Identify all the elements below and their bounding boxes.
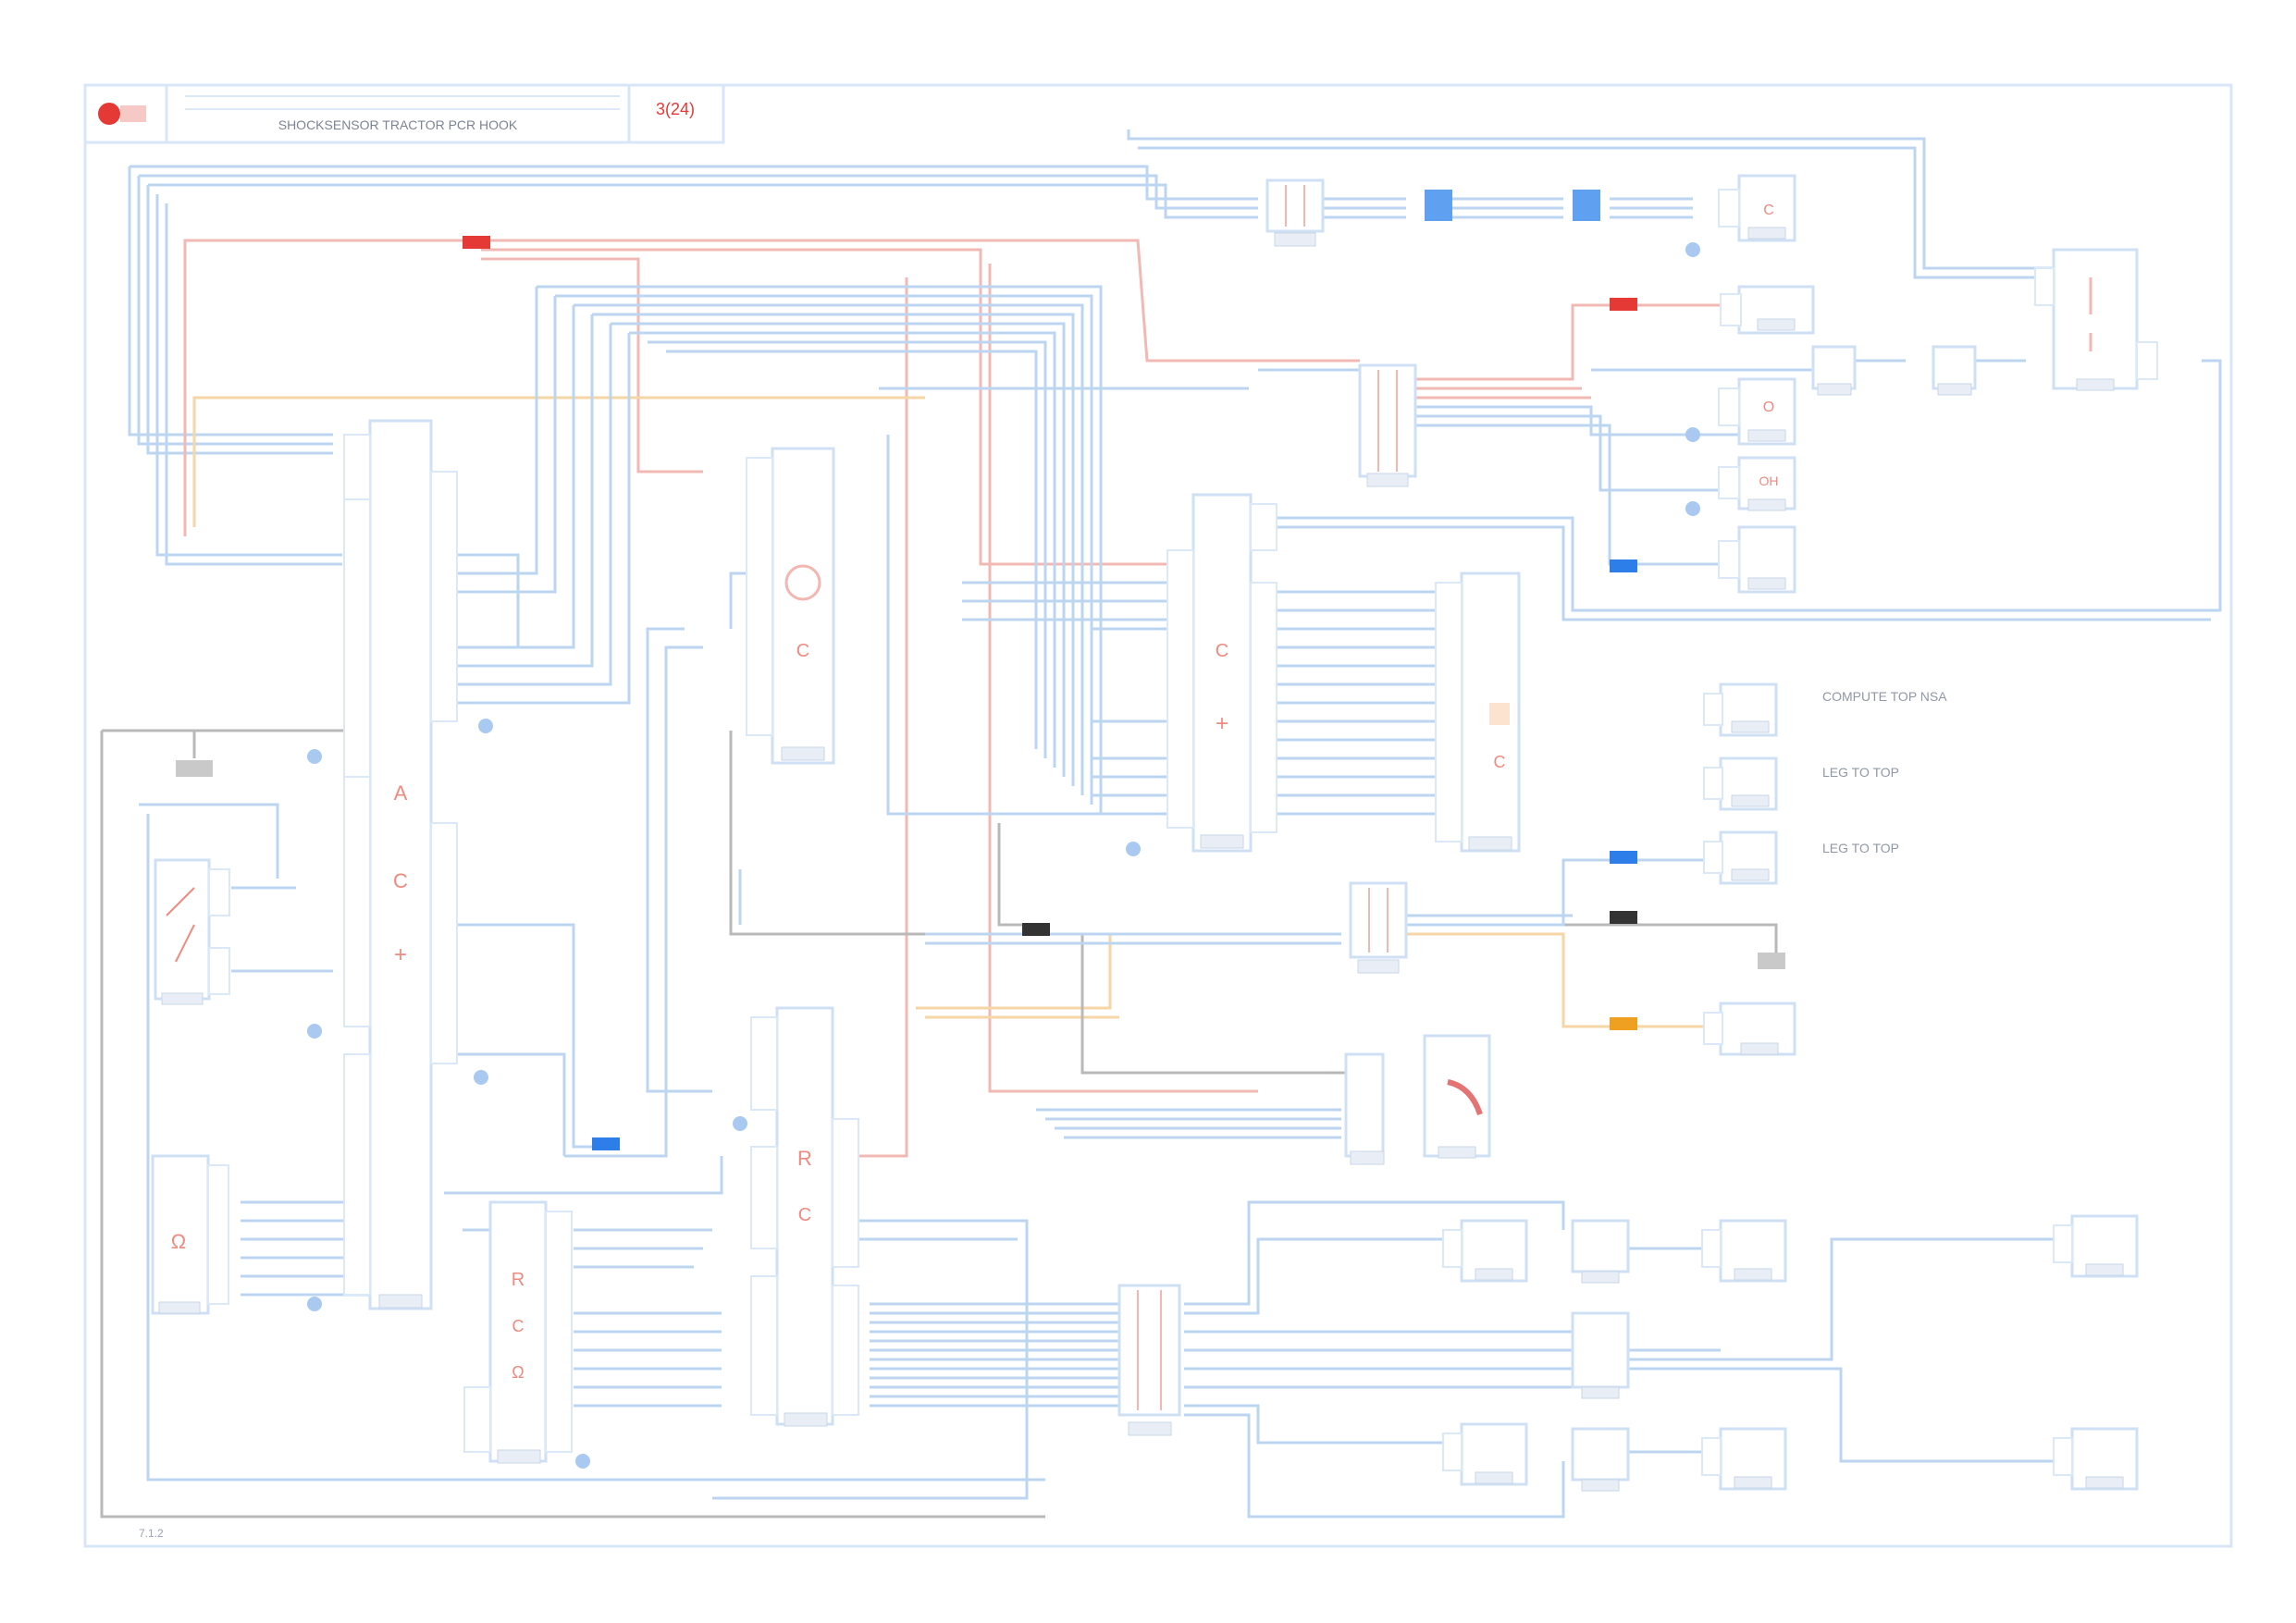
svg-text:O: O [1763, 400, 1774, 415]
svg-text:C: C [798, 1205, 811, 1225]
splice-markers [307, 236, 1700, 1469]
component-right-4 [1718, 525, 1796, 594]
top-harness [128, 129, 2055, 566]
title-block: SHOCKSENSOR TRACTOR PCR HOOK 3(24) [83, 83, 725, 144]
svg-text:C: C [1494, 753, 1506, 771]
ground-icon-right [1758, 953, 1785, 969]
annotation-1: COMPUTE TOP NSA [1822, 689, 1947, 704]
control-module-center [771, 447, 835, 765]
sensor-left-lower [151, 1154, 210, 1315]
figure-number: 3(24) [656, 100, 695, 118]
frame-code: 7.1.2 [139, 1527, 164, 1540]
power-lines [183, 239, 1739, 1158]
svg-text:R: R [512, 1270, 525, 1290]
svg-text:Ω: Ω [512, 1363, 524, 1382]
svg-text:C: C [393, 869, 408, 892]
annotation-3: LEG TO TOP [1822, 841, 1899, 855]
annotation-2: LEG TO TOP [1822, 765, 1899, 780]
svg-text:C: C [1763, 203, 1774, 218]
component-far-right [2034, 248, 2158, 391]
component-right-1 [1720, 285, 1815, 335]
lamp-bottom-4 [1701, 1427, 1787, 1491]
mid-runs [962, 359, 2222, 816]
connector-mid-center [1349, 881, 1408, 959]
component-legend-1 [1703, 682, 1778, 737]
svg-text:C: C [512, 1317, 525, 1335]
connector-bottom-3 [1571, 1427, 1630, 1492]
svg-text:A: A [394, 781, 408, 805]
component-top-right: C [1718, 174, 1796, 242]
component-switch [1423, 1034, 1491, 1159]
component-legend-2 [1703, 756, 1778, 811]
lamp-bottom-1 [1442, 1219, 1528, 1283]
svg-text:C: C [1216, 641, 1228, 661]
bmw-roundel-icon [98, 103, 146, 125]
svg-text:+: + [1216, 711, 1228, 736]
connector-bottom-2 [1571, 1311, 1630, 1399]
diagram-frame [83, 83, 2233, 1548]
sensor-left-upper [154, 858, 211, 1001]
left-bus [444, 285, 1360, 1158]
lamp-bottom-5 [2053, 1214, 2139, 1278]
component-right-5 [1703, 1002, 1796, 1056]
connector-lower-center [1344, 1052, 1385, 1158]
connector-bottom-1 [1571, 1219, 1630, 1284]
lamp-bottom-3 [1701, 1219, 1787, 1283]
diagram-title: SHOCKSENSOR TRACTOR PCR HOOK [278, 117, 518, 132]
svg-text:Ω: Ω [171, 1230, 186, 1253]
svg-text:R: R [797, 1147, 812, 1170]
lamp-bottom-2 [1442, 1422, 1528, 1486]
component-legend-3 [1703, 830, 1778, 885]
svg-text:OH: OH [1759, 473, 1779, 488]
ground-icon [176, 731, 213, 777]
connector-top-center [1358, 363, 1417, 478]
control-module-left [368, 419, 433, 1310]
components: A C + C C + C R C R [151, 174, 2158, 1492]
connector-right-a [1811, 345, 1857, 396]
svg-text:+: + [394, 942, 407, 967]
component-right-2: O [1718, 377, 1796, 446]
connector-top-harness [1265, 178, 1325, 233]
control-module-right-a [1191, 493, 1253, 853]
connector-bottom-center [1117, 1284, 1181, 1417]
lamp-bottom-6 [2053, 1427, 2139, 1491]
connector-right-b [1932, 345, 1977, 396]
component-right-3: OH [1718, 456, 1796, 511]
svg-text:C: C [796, 641, 809, 661]
